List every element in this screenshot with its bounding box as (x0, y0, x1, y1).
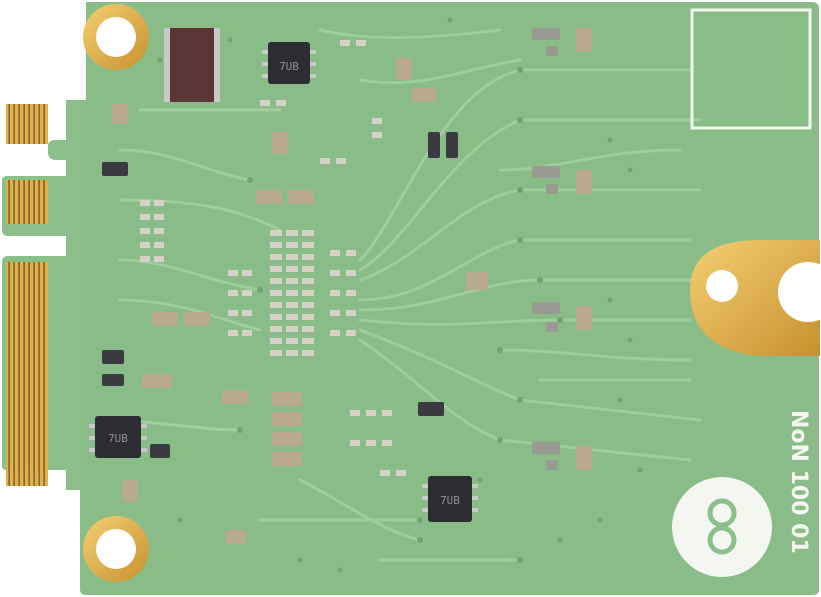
vias (157, 17, 643, 573)
component-array (270, 230, 314, 356)
ic-chip-left: 7UB (89, 416, 147, 458)
silkscreen-box (690, 8, 812, 130)
infinity-logo-icon (707, 498, 737, 555)
smd-parts (102, 28, 592, 544)
silkscreen-label: NoN 100 01 (786, 410, 811, 554)
mount-hole-bottom-left (83, 516, 149, 582)
edge-connector (6, 104, 48, 486)
mount-hole-top-left (83, 4, 149, 70)
chip-marking-b: 7UB (108, 432, 128, 445)
mount-notch-right (690, 240, 821, 356)
pcb-traces (98, 28, 702, 562)
power-resistor (164, 28, 220, 102)
chip-marking-a: 7UB (279, 60, 299, 73)
ic-chip-top: 7UB (262, 42, 316, 84)
ic-chip-bottom: 7UB (422, 476, 478, 522)
logo-badge (672, 477, 772, 577)
chip-marking-c: 7UB (440, 494, 460, 507)
